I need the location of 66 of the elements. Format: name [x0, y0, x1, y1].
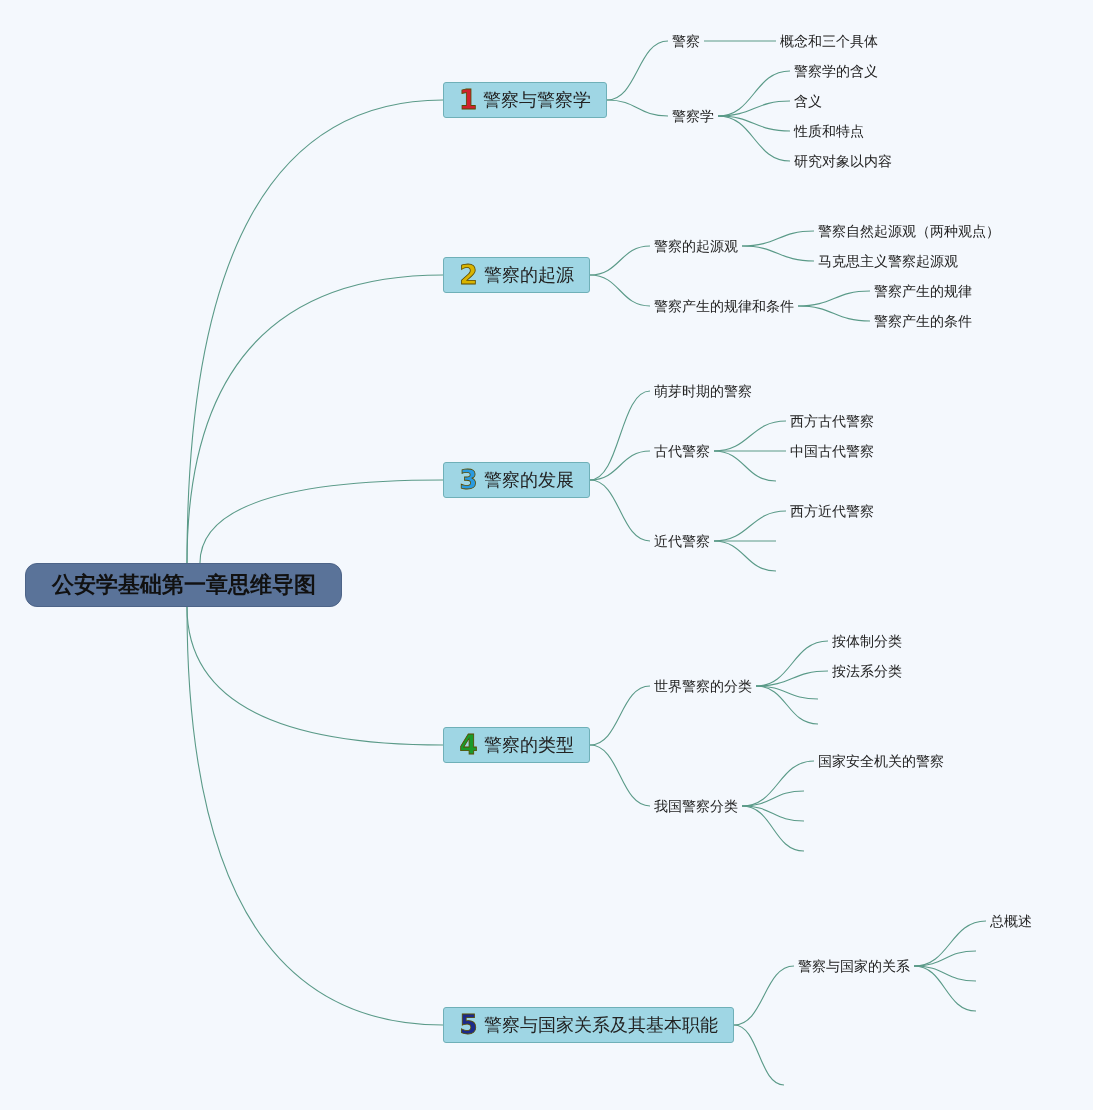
connector-line	[713, 540, 777, 572]
subtopic-text: 概念和三个具体	[776, 30, 882, 52]
connector-line	[186, 274, 444, 564]
connector-line	[606, 40, 669, 101]
connector-line	[186, 606, 444, 1026]
topic-box	[443, 727, 590, 763]
subtopic-text: 西方近代警察	[786, 500, 878, 522]
connector-line	[606, 99, 669, 117]
subtopic-text: 警察学的含义	[790, 60, 882, 82]
subtopic-text: 警察与国家的关系	[794, 955, 914, 977]
connector-line	[797, 305, 871, 322]
central-topic-box: 公安学基础第一章思维导图	[25, 563, 342, 607]
topic-title: 警察的类型	[483, 733, 574, 757]
connector-line	[703, 40, 777, 42]
topic-box	[443, 257, 590, 293]
connector-line	[713, 450, 777, 482]
connector-line	[199, 479, 444, 564]
subtopic-text: 总概述	[986, 910, 1036, 932]
subtopic-text: 警察的起源观	[650, 235, 742, 257]
subtopic-text: 含义	[790, 90, 826, 112]
subtopic-text: 世界警察的分类	[650, 675, 756, 697]
topic-number: 1	[458, 87, 478, 113]
topic-number: 4	[459, 732, 478, 758]
connector-line	[755, 685, 819, 725]
subtopic-text: 警察	[668, 30, 704, 52]
topic-box	[443, 82, 607, 118]
subtopic-text: 警察产生的规律	[870, 280, 976, 302]
subtopic-text: 警察学	[668, 105, 718, 127]
subtopic-text: 警察产生的规律和条件	[650, 295, 798, 317]
connector-line	[589, 685, 651, 746]
connector-line	[589, 274, 651, 307]
connector-line	[741, 245, 815, 262]
connector-line	[913, 965, 977, 1012]
subtopic-text: 按法系分类	[828, 660, 906, 682]
subtopic-text: 性质和特点	[790, 120, 868, 142]
subtopic-text: 中国古代警察	[786, 440, 878, 462]
connector-line	[733, 965, 795, 1026]
subtopic-text: 近代警察	[650, 530, 714, 552]
subtopic-text: 警察产生的条件	[870, 310, 976, 332]
connector-line	[741, 805, 805, 822]
subtopic-text: 西方古代警察	[786, 410, 878, 432]
connector-line	[741, 805, 805, 852]
topic-title: 警察的发展	[483, 468, 574, 492]
topic-title: 警察与国家关系及其基本职能	[483, 1013, 718, 1037]
connector-line	[913, 965, 977, 982]
subtopic-text: 我国警察分类	[650, 795, 742, 817]
topic-title: 警察与警察学	[483, 88, 592, 112]
connector-line	[717, 115, 791, 132]
subtopic-text: 马克思主义警察起源观	[814, 250, 962, 272]
subtopic-text: 萌芽时期的警察	[650, 380, 756, 402]
topic-title: 警察的起源	[483, 263, 574, 287]
connector-line	[589, 450, 651, 481]
connector-line	[589, 479, 651, 542]
connector-line	[733, 1024, 785, 1086]
subtopic-text: 国家安全机关的警察	[814, 750, 948, 772]
topic-box	[443, 462, 590, 498]
connector-line	[589, 744, 651, 807]
subtopic-text: 研究对象以内容	[790, 150, 896, 172]
topic-number: 5	[459, 1012, 478, 1038]
topic-box	[443, 1007, 734, 1043]
topic-number: 2	[459, 262, 478, 288]
topic-number: 3	[459, 467, 478, 493]
subtopic-text: 警察自然起源观（两种观点）	[814, 220, 1004, 242]
subtopic-text: 按体制分类	[828, 630, 906, 652]
connector-line	[717, 115, 791, 162]
subtopic-text: 古代警察	[650, 440, 714, 462]
